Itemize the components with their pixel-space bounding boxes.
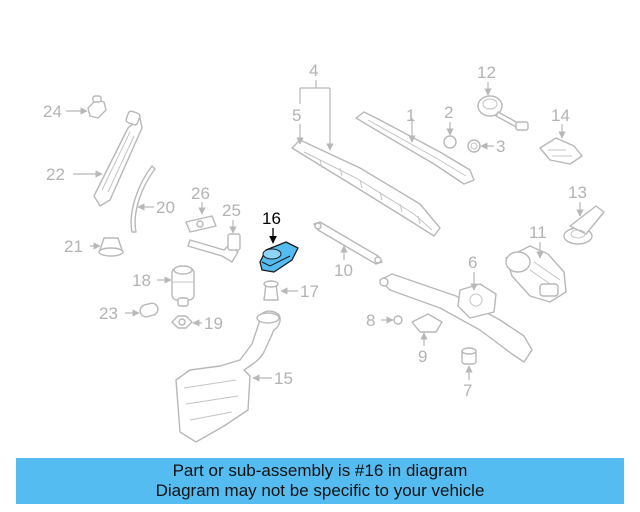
part-9[interactable] bbox=[411, 313, 443, 333]
part-14[interactable] bbox=[539, 137, 583, 165]
part-8[interactable] bbox=[393, 315, 403, 325]
label-2: 2 bbox=[444, 103, 453, 122]
part-23[interactable] bbox=[139, 302, 159, 318]
info-banner: Part or sub-assembly is #16 in diagram D… bbox=[16, 458, 624, 504]
label-13: 13 bbox=[568, 183, 587, 202]
part-6[interactable] bbox=[379, 273, 533, 363]
part-18[interactable] bbox=[171, 265, 195, 307]
part-10[interactable] bbox=[313, 221, 383, 265]
part-7[interactable] bbox=[461, 347, 477, 365]
part-25[interactable] bbox=[187, 233, 241, 263]
part-15[interactable] bbox=[175, 310, 281, 443]
part-12[interactable] bbox=[477, 95, 529, 131]
part-1[interactable] bbox=[355, 111, 475, 185]
label-5: 5 bbox=[292, 106, 301, 125]
label-26: 26 bbox=[191, 184, 210, 203]
label-25: 25 bbox=[222, 201, 241, 220]
part-3[interactable] bbox=[467, 139, 481, 153]
label-17: 17 bbox=[300, 282, 319, 301]
part-21[interactable] bbox=[98, 237, 124, 257]
part-5[interactable] bbox=[291, 139, 441, 237]
part-20[interactable] bbox=[130, 165, 156, 233]
label-23: 23 bbox=[99, 304, 118, 323]
banner-line-1: Part or sub-assembly is #16 in diagram bbox=[172, 461, 468, 480]
part-16-highlighted[interactable] bbox=[259, 241, 299, 273]
label-12: 12 bbox=[477, 63, 496, 82]
part-2[interactable] bbox=[443, 135, 457, 149]
label-3: 3 bbox=[496, 137, 505, 156]
label-9: 9 bbox=[418, 347, 427, 366]
label-11: 11 bbox=[529, 223, 547, 242]
banner-line-2: Diagram may not be specific to your vehi… bbox=[155, 481, 485, 500]
part-19[interactable] bbox=[171, 315, 193, 329]
label-21: 21 bbox=[64, 237, 83, 256]
label-1: 1 bbox=[406, 106, 415, 125]
label-10: 10 bbox=[334, 261, 353, 280]
label-20: 20 bbox=[156, 198, 175, 217]
label-7: 7 bbox=[463, 381, 472, 400]
label-16: 16 bbox=[262, 209, 281, 228]
label-14: 14 bbox=[551, 106, 570, 125]
label-18: 18 bbox=[132, 271, 151, 290]
part-17[interactable] bbox=[263, 280, 279, 301]
label-19: 19 bbox=[204, 314, 223, 333]
part-22[interactable] bbox=[93, 110, 143, 207]
label-6: 6 bbox=[468, 253, 477, 272]
label-15: 15 bbox=[274, 369, 293, 388]
part-13[interactable] bbox=[563, 205, 605, 245]
label-22: 22 bbox=[46, 165, 65, 184]
part-24[interactable] bbox=[87, 95, 107, 119]
label-24: 24 bbox=[43, 102, 62, 121]
label-8: 8 bbox=[366, 311, 375, 330]
part-11[interactable] bbox=[505, 245, 567, 303]
part-26[interactable] bbox=[185, 215, 217, 233]
label-4: 4 bbox=[309, 61, 318, 80]
